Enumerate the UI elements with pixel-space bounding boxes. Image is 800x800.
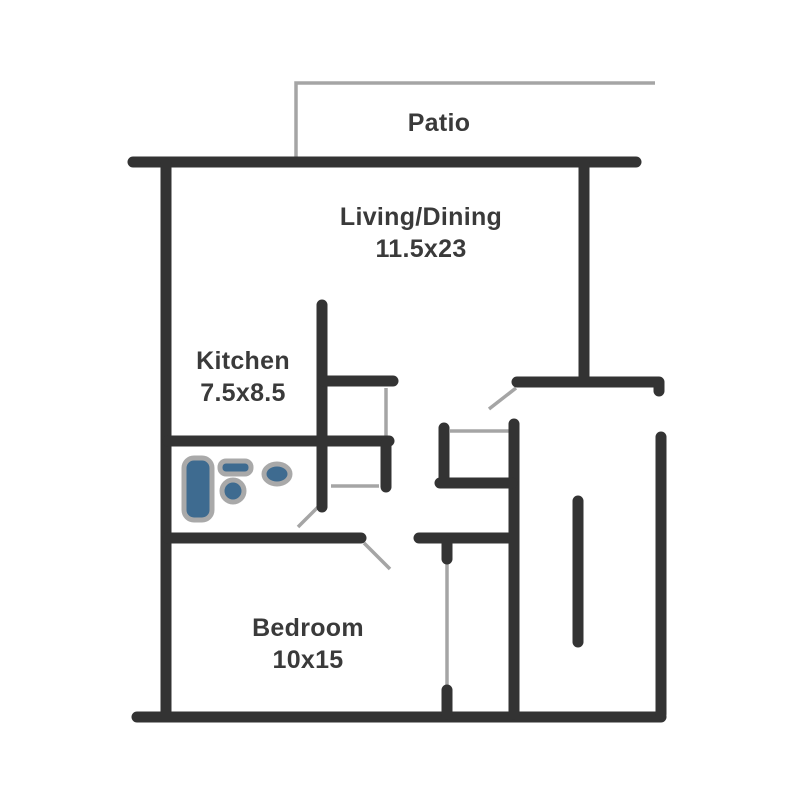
patio-label: Patio: [408, 109, 471, 137]
bedroom-door-swing: [362, 541, 392, 571]
vanity-counter: [217, 458, 254, 477]
patio-outline: [294, 81, 655, 157]
walls: [127, 156, 667, 723]
wall-hall-top: [511, 376, 665, 397]
bathroom-fixtures: [181, 455, 293, 523]
kitchen-size: 7.5x8.5: [200, 379, 286, 407]
living-dining-label: Living/Dining: [340, 203, 502, 231]
thin-lines: [294, 81, 655, 689]
bedroom-size: 10x15: [272, 646, 343, 674]
bathroom-door-swing: [296, 504, 321, 529]
bedroom-label: Bedroom: [252, 614, 364, 642]
kitchen-label: Kitchen: [196, 347, 290, 375]
living-dining-size: 11.5x23: [375, 235, 466, 263]
toilet: [219, 477, 247, 505]
sink: [261, 461, 293, 487]
room-labels: Patio Living/Dining 11.5x23 Kitchen 7.5x…: [196, 109, 502, 674]
bathtub: [181, 455, 215, 523]
living-door-swing: [487, 386, 518, 411]
